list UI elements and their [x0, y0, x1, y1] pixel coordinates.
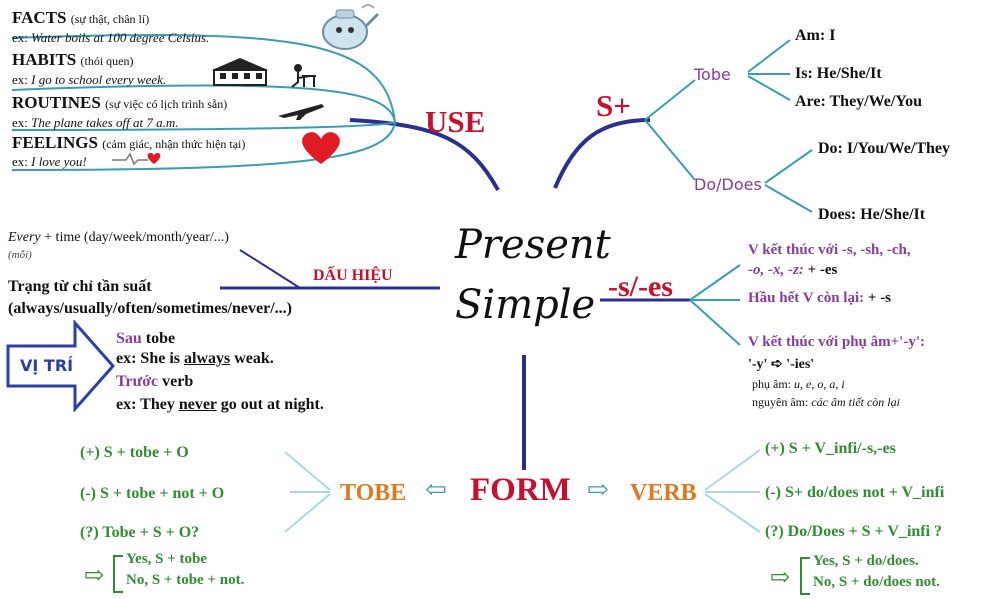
is-text: Is: He/She/It	[795, 65, 882, 82]
use-group-curve-3	[11, 121, 396, 131]
are-text: Are: They/We/You	[795, 93, 922, 110]
vowel-note: nguyên âm: các âm tiết còn lại	[752, 395, 900, 409]
dodoes-branch-line	[644, 119, 696, 181]
am-line	[747, 39, 791, 73]
tobe-question: (?) Tobe + S + O?	[80, 524, 200, 541]
verb-answer-no: No, S + do/does not.	[813, 574, 940, 590]
position-title: VỊ TRÍ	[20, 356, 74, 375]
am-text: Am: I	[795, 27, 836, 44]
facts-example: ex: Water boils at 100 degree Celsius.	[12, 30, 210, 45]
tobe-answer-arrow-icon: ⇨	[84, 563, 105, 589]
tobe-pos-line	[284, 451, 331, 491]
desk-student-icon	[291, 64, 316, 88]
school-icon	[212, 58, 268, 86]
heartbeat-icon	[112, 152, 161, 166]
consonant-note: phụ âm: u, e, o, a, i	[752, 377, 845, 391]
suffix-rule3-change: '-y' ➪ '-ies'	[748, 357, 815, 372]
suffix-rule1-b: -o, -x, -z: + -es	[748, 262, 838, 278]
center-title-line1: Present	[455, 222, 611, 268]
suffix-rule3: V kết thúc với phụ âm+'-y':	[748, 334, 926, 350]
tobe-answer-yes: Yes, S + tobe	[126, 551, 208, 567]
does-text: Does: He/She/It	[818, 206, 926, 223]
verb-question: (?) Do/Does + S + V_infi ?	[765, 523, 943, 540]
position-example-1: ex: She is always weak.	[116, 350, 274, 367]
arrow-right-icon: ➪	[770, 357, 783, 372]
verb-answer-bracket	[800, 557, 810, 595]
are-line	[747, 75, 791, 101]
routines-heading: ROUTINES (sự việc có lịch trình sẵn)	[12, 93, 228, 112]
center-title-line2: Simple	[455, 282, 596, 328]
form-title: FORM	[470, 472, 571, 508]
verb-negative: (-) S+ do/does not + V_infi	[765, 484, 945, 501]
signal-adverb-list: (always/usually/often/sometimes/never/..…	[8, 300, 292, 317]
does-line	[764, 184, 813, 213]
tobe-answer-no: No, S + tobe + not.	[126, 572, 245, 588]
do-text: Do: I/You/We/They	[818, 140, 951, 157]
dodoes-label: Do/Does	[694, 175, 762, 194]
heart-icon	[302, 132, 340, 164]
arrow-left-icon: ⇦	[425, 475, 447, 504]
use-branch-line	[349, 118, 500, 191]
suffix-title: -s/-es	[608, 270, 673, 303]
signal-every-line	[239, 249, 301, 289]
tobe-answer-bracket	[113, 555, 123, 593]
feelings-heading: FEELINGS (cảm giác, nhận thức hiện tại)	[12, 133, 246, 152]
tobe-positive: (+) S + tobe + O	[80, 444, 189, 461]
use-group-curve-4	[11, 121, 396, 171]
kettle-icon	[322, 4, 380, 50]
suffix-rule3-line	[689, 299, 741, 346]
do-line	[764, 149, 813, 184]
subject-branch-line	[553, 118, 651, 189]
facts-heading: FACTS (sự thật, chân lí)	[12, 8, 150, 27]
feelings-example: ex: I love you!	[12, 154, 87, 169]
verb-positive: (+) S + V_infi/-s,-es	[765, 440, 896, 457]
suffix-rule1-line	[689, 264, 741, 301]
subject-title: S+	[596, 88, 631, 123]
tobe-branch-line	[644, 79, 696, 121]
verb-q-line	[704, 493, 761, 533]
use-group-curve-2	[11, 84, 396, 123]
tobe-label: Tobe	[694, 65, 731, 84]
suffix-rule1-a: V kết thúc với -s, -sh, -ch,	[748, 242, 911, 258]
habits-heading: HABITS (thói quen)	[12, 50, 134, 69]
signal-adverb-heading: Trạng từ chỉ tần suất	[8, 278, 152, 295]
position-after: Sau tobe	[116, 330, 176, 347]
suffix-rule2: Hầu hết V còn lại: + -s	[748, 290, 892, 306]
routines-example: ex: The plane takes off at 7 a.m.	[12, 115, 179, 130]
arrow-right-icon: ⇨	[587, 475, 609, 504]
verb-pos-line	[704, 449, 761, 491]
habits-example: ex: I go to school every week.	[12, 72, 167, 87]
signal-every: Every + time (day/week/month/year/...)	[8, 230, 229, 245]
position-arrow	[6, 320, 116, 412]
signal-every-note: (mỗi)	[8, 249, 32, 261]
verb-answer-arrow-icon: ⇨	[770, 565, 791, 591]
use-title: USE	[425, 104, 486, 139]
tobe-negative: (-) S + tobe + not + O	[80, 485, 225, 502]
use-group-curve-1	[11, 34, 396, 123]
signal-title: DẤU HIỆU	[313, 267, 393, 284]
position-before: Trước verb	[116, 373, 194, 390]
position-example-2: ex: They never go out at night.	[116, 396, 324, 413]
form-verb-title: VERB	[630, 480, 697, 506]
verb-answer-yes: Yes, S + do/does.	[813, 553, 919, 569]
airplane-icon	[278, 104, 324, 120]
form-tobe-title: TOBE	[340, 480, 407, 506]
tobe-q-line	[284, 493, 331, 533]
